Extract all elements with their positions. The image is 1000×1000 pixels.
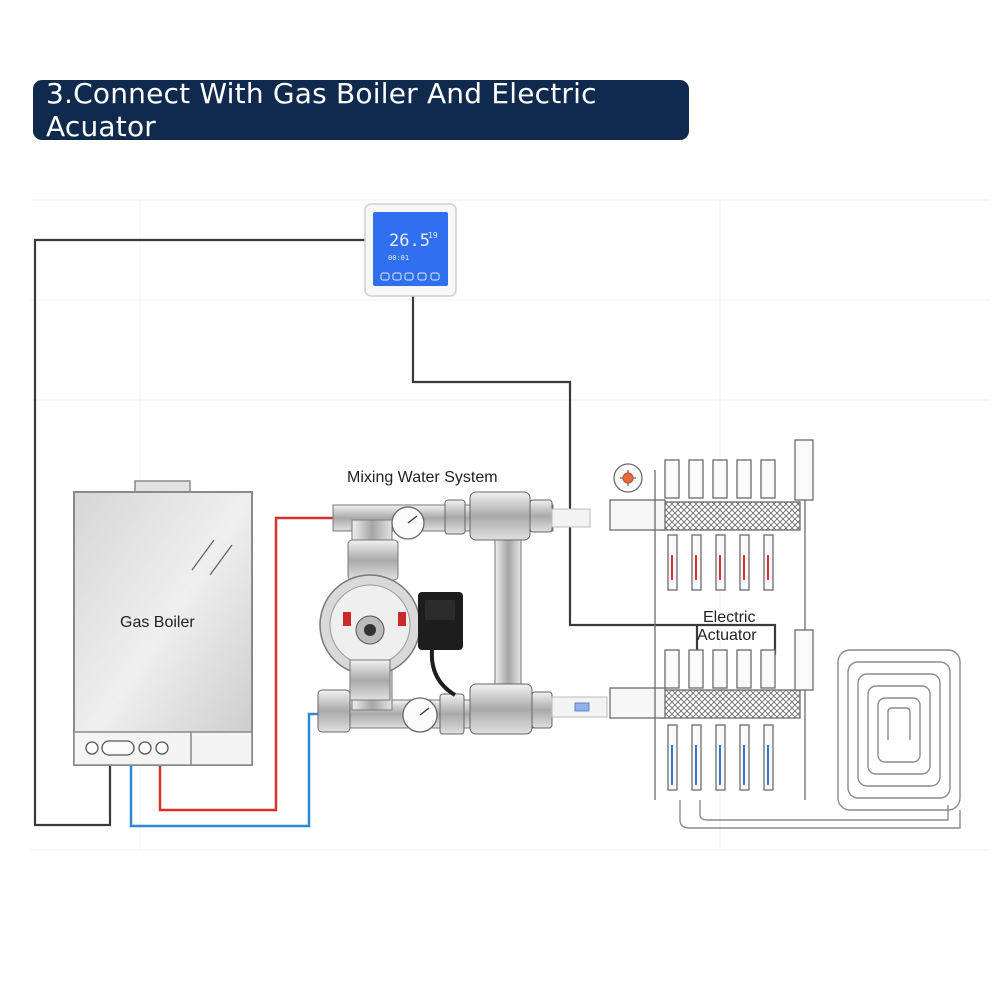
electric-actuator-label-line1: Electric	[703, 609, 755, 626]
hot-water-pipe	[158, 516, 333, 812]
thermostat-temperature: 26.5	[389, 231, 430, 251]
gas-boiler-label: Gas Boiler	[120, 614, 195, 631]
page-title: 3.Connect With Gas Boiler And Electric A…	[46, 77, 597, 143]
gauge-icon	[391, 506, 438, 733]
valve-icon	[317, 491, 553, 735]
manifold-icon	[609, 439, 814, 800]
thermostat-icon: 26.5 19 00:01	[364, 203, 457, 297]
thermostat-set-temp: 19	[428, 231, 438, 240]
mixing-water-system-label: Mixing Water System	[347, 469, 498, 486]
gas-boiler-icon	[73, 480, 253, 766]
mixing-water-system	[317, 491, 570, 735]
pump-icon	[319, 539, 463, 701]
thermostat-clock: 00:01	[388, 254, 409, 262]
cold-water-pipe	[129, 712, 318, 828]
electric-actuator-label-line2: Actuator	[697, 627, 757, 644]
floor-heating-coil-icon	[679, 649, 961, 829]
title-banner: 3.Connect With Gas Boiler And Electric A…	[33, 77, 689, 143]
